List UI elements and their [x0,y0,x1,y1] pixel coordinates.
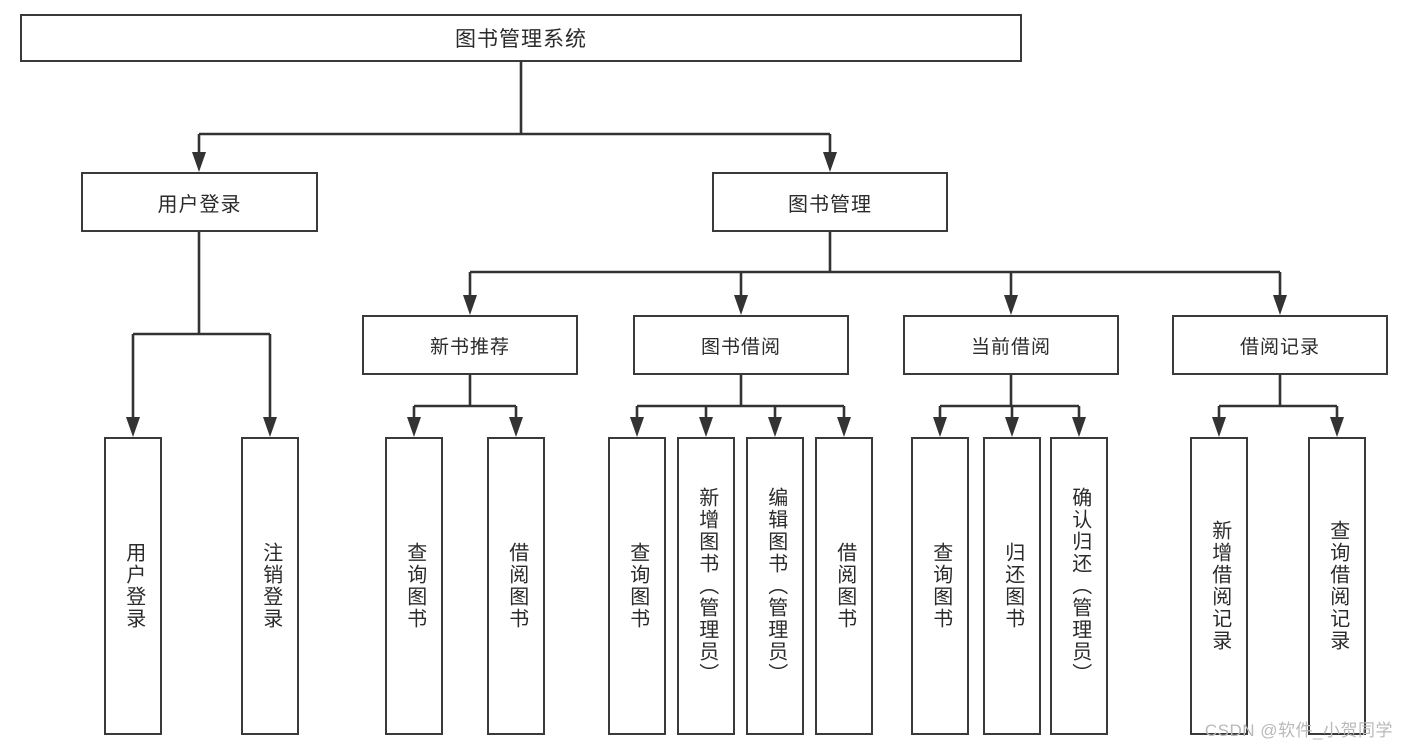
node-level2-新书推荐-0: 新书推荐 [362,315,578,375]
node-label: 注销登录 [259,542,282,630]
arrow-head [630,417,644,437]
arrow-head [1330,417,1344,437]
arrow-head [1212,417,1226,437]
node-leaf-新增借阅记录-11: 新增借阅记录 [1190,437,1248,735]
arrow-head [837,417,851,437]
node-leaf-借阅图书-3: 借阅图书 [487,437,545,735]
node-label: 编辑图书（管理员） [764,487,787,685]
node-level2-当前借阅-2: 当前借阅 [903,315,1119,375]
arrow-head [699,417,713,437]
node-label: 查询图书 [929,542,952,630]
node-leaf-查询借阅记录-12: 查询借阅记录 [1308,437,1366,735]
arrow-head [463,295,477,315]
arrow-head [1273,295,1287,315]
node-label: 用户登录 [157,193,242,216]
node-label: 新增借阅记录 [1208,520,1231,652]
node-root-图书管理系统: 图书管理系统 [20,14,1022,62]
node-label: 图书管理 [788,193,872,216]
node-level1-用户登录-0: 用户登录 [81,172,318,232]
watermark-label: CSDN @软件_小贺同学 [1204,721,1393,740]
node-label: 归还图书 [1001,542,1024,630]
node-leaf-查询图书-4: 查询图书 [608,437,666,735]
node-leaf-确认归还管理员-10: 确认归还（管理员） [1050,437,1108,735]
node-label: 图书管理系统 [455,28,587,51]
node-label: 图书借阅 [700,336,781,358]
node-leaf-用户登录-0: 用户登录 [104,437,162,735]
arrow-head [1005,417,1019,437]
node-label: 查询图书 [626,542,649,630]
arrow-head [1072,417,1086,437]
node-leaf-归还图书-9: 归还图书 [983,437,1041,735]
node-label: 查询借阅记录 [1326,520,1349,652]
node-leaf-注销登录-1: 注销登录 [241,437,299,735]
node-label: 确认归还（管理员） [1068,487,1091,685]
arrow-head [1004,295,1018,315]
arrow-head [263,417,277,437]
arrow-head [509,417,523,437]
arrow-head [126,417,140,437]
node-level1-图书管理-1: 图书管理 [712,172,948,232]
node-level2-图书借阅-1: 图书借阅 [633,315,849,375]
node-level2-借阅记录-3: 借阅记录 [1172,315,1388,375]
arrow-head [192,152,206,172]
node-leaf-借阅图书-7: 借阅图书 [815,437,873,735]
arrow-head [768,417,782,437]
node-label: 当前借阅 [970,336,1051,358]
node-leaf-查询图书-2: 查询图书 [385,437,443,735]
arrow-head [407,417,421,437]
node-leaf-查询图书-8: 查询图书 [911,437,969,735]
node-label: 借阅图书 [505,542,528,630]
node-leaf-新增图书管理员-5: 新增图书（管理员） [677,437,735,735]
node-label: 借阅记录 [1239,336,1320,358]
node-label: 新增图书（管理员） [695,487,718,685]
node-label: 借阅图书 [833,542,856,630]
arrow-head [823,152,837,172]
arrow-head [933,417,947,437]
node-leaf-编辑图书管理员-6: 编辑图书（管理员） [746,437,804,735]
arrow-head [734,295,748,315]
node-label: 新书推荐 [429,336,510,358]
node-label: 用户登录 [122,542,145,630]
node-label: 查询图书 [403,542,426,630]
